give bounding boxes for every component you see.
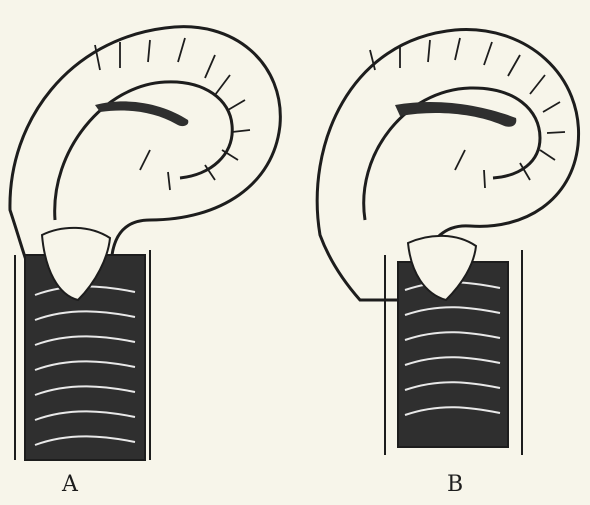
panel-a bbox=[10, 27, 280, 460]
panel-b-label: B bbox=[447, 474, 463, 496]
panel-b bbox=[317, 30, 578, 455]
panel-a-label: A bbox=[62, 474, 78, 496]
